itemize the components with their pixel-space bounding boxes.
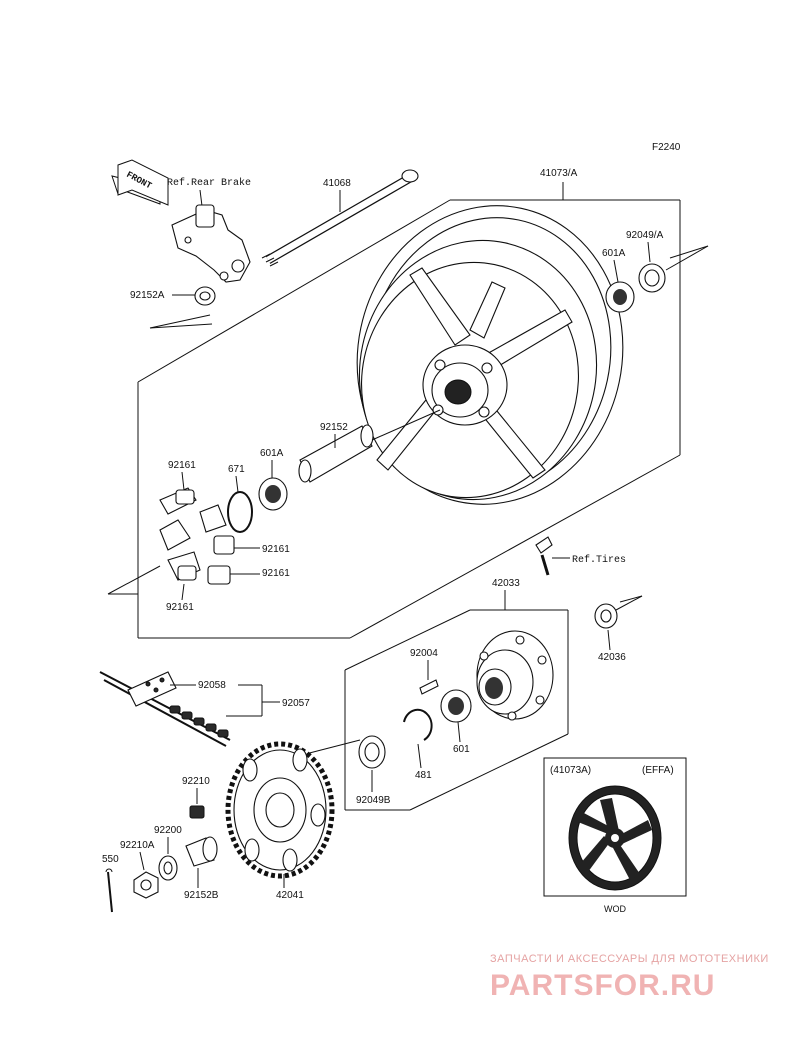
label-collar-hub: 42036 <box>598 652 626 663</box>
bearing-601 <box>440 689 472 723</box>
label-cotter-pin: 550 <box>102 854 119 865</box>
tire-valve <box>535 536 553 576</box>
label-seal-right: 92049/A <box>626 230 664 241</box>
front-arrow-icon: FRONT <box>111 159 169 206</box>
axle-nut-92210a <box>133 871 159 899</box>
label-damper-top: 92161 <box>168 460 196 471</box>
label-bolt-group: 92058 <box>198 680 226 691</box>
label-wheel: 41073/A <box>540 168 578 179</box>
label-sprocket-hub: 42033 <box>492 578 520 589</box>
oil-seal-92049b <box>358 735 386 769</box>
figure-code: F2240 <box>652 142 681 153</box>
hub-dampers <box>159 487 235 585</box>
label-seal-hub: 92049B <box>356 795 391 806</box>
wheel-variant-inset: (41073A) (EFFA) WOD <box>543 757 687 914</box>
label-sprocket: 42041 <box>276 890 304 901</box>
label-collar-mid: 92152 <box>320 422 348 433</box>
collar-92152b <box>185 836 218 867</box>
watermark-brand: PARTSFOR.RU <box>490 969 715 1002</box>
label-o-ring: 671 <box>228 464 245 475</box>
label-bearing-mid: 601A <box>260 448 284 459</box>
label-axle: 41068 <box>323 178 351 189</box>
label-washer: 92200 <box>154 825 182 836</box>
inset-color-code: WOD <box>604 904 626 914</box>
label-bearing-hub: 601 <box>453 744 470 755</box>
rear-wheel <box>356 205 624 505</box>
label-nut: 92210 <box>182 776 210 787</box>
washer-92200 <box>158 855 178 881</box>
circlip-481 <box>403 708 433 741</box>
stud-92004 <box>419 679 439 695</box>
collar-42036 <box>594 603 618 629</box>
inset-part-ref: (41073A) <box>550 765 591 776</box>
brake-bracket <box>171 204 251 283</box>
chain-links <box>169 705 229 738</box>
label-stud: 92004 <box>410 648 438 659</box>
oil-seal-92049a <box>638 263 666 293</box>
o-ring-671 <box>227 491 253 533</box>
nut-92210 <box>189 805 205 819</box>
ref-tires: Ref.Tires <box>572 554 626 566</box>
collar-92152a <box>194 286 216 306</box>
sprocket-hub-42033 <box>476 630 554 721</box>
bearing-601a-mid <box>258 477 288 511</box>
label-damper-right-b: 92161 <box>262 568 290 579</box>
cotter-pin-550 <box>105 868 113 913</box>
label-collar-left: 92152A <box>130 290 165 301</box>
ref-rear-brake: Ref.Rear Brake <box>167 177 251 189</box>
label-damper-right-a: 92161 <box>262 544 290 555</box>
label-damper-bottom: 92161 <box>166 602 194 613</box>
watermark-tagline: ЗАПЧАСТИ И АКСЕССУАРЫ ДЛЯ МОТОТЕХНИКИ <box>490 953 769 965</box>
inset-variant: (EFFA) <box>642 765 674 776</box>
bearing-601a-right <box>605 281 635 313</box>
label-chain: 92057 <box>282 698 310 709</box>
rear-sprocket-42041 <box>225 741 335 879</box>
label-collar-sprocket: 92152B <box>184 890 219 901</box>
drive-chain <box>99 671 231 747</box>
rear-axle <box>261 169 419 267</box>
collar-92152 <box>298 424 374 483</box>
label-circlip: 481 <box>415 770 432 781</box>
label-bearing-right: 601A <box>602 248 626 259</box>
watermark: ЗАПЧАСТИ И АКСЕССУАРЫ ДЛЯ МОТОТЕХНИКИ PA… <box>490 953 769 1002</box>
label-axle-nut: 92210A <box>120 840 155 851</box>
